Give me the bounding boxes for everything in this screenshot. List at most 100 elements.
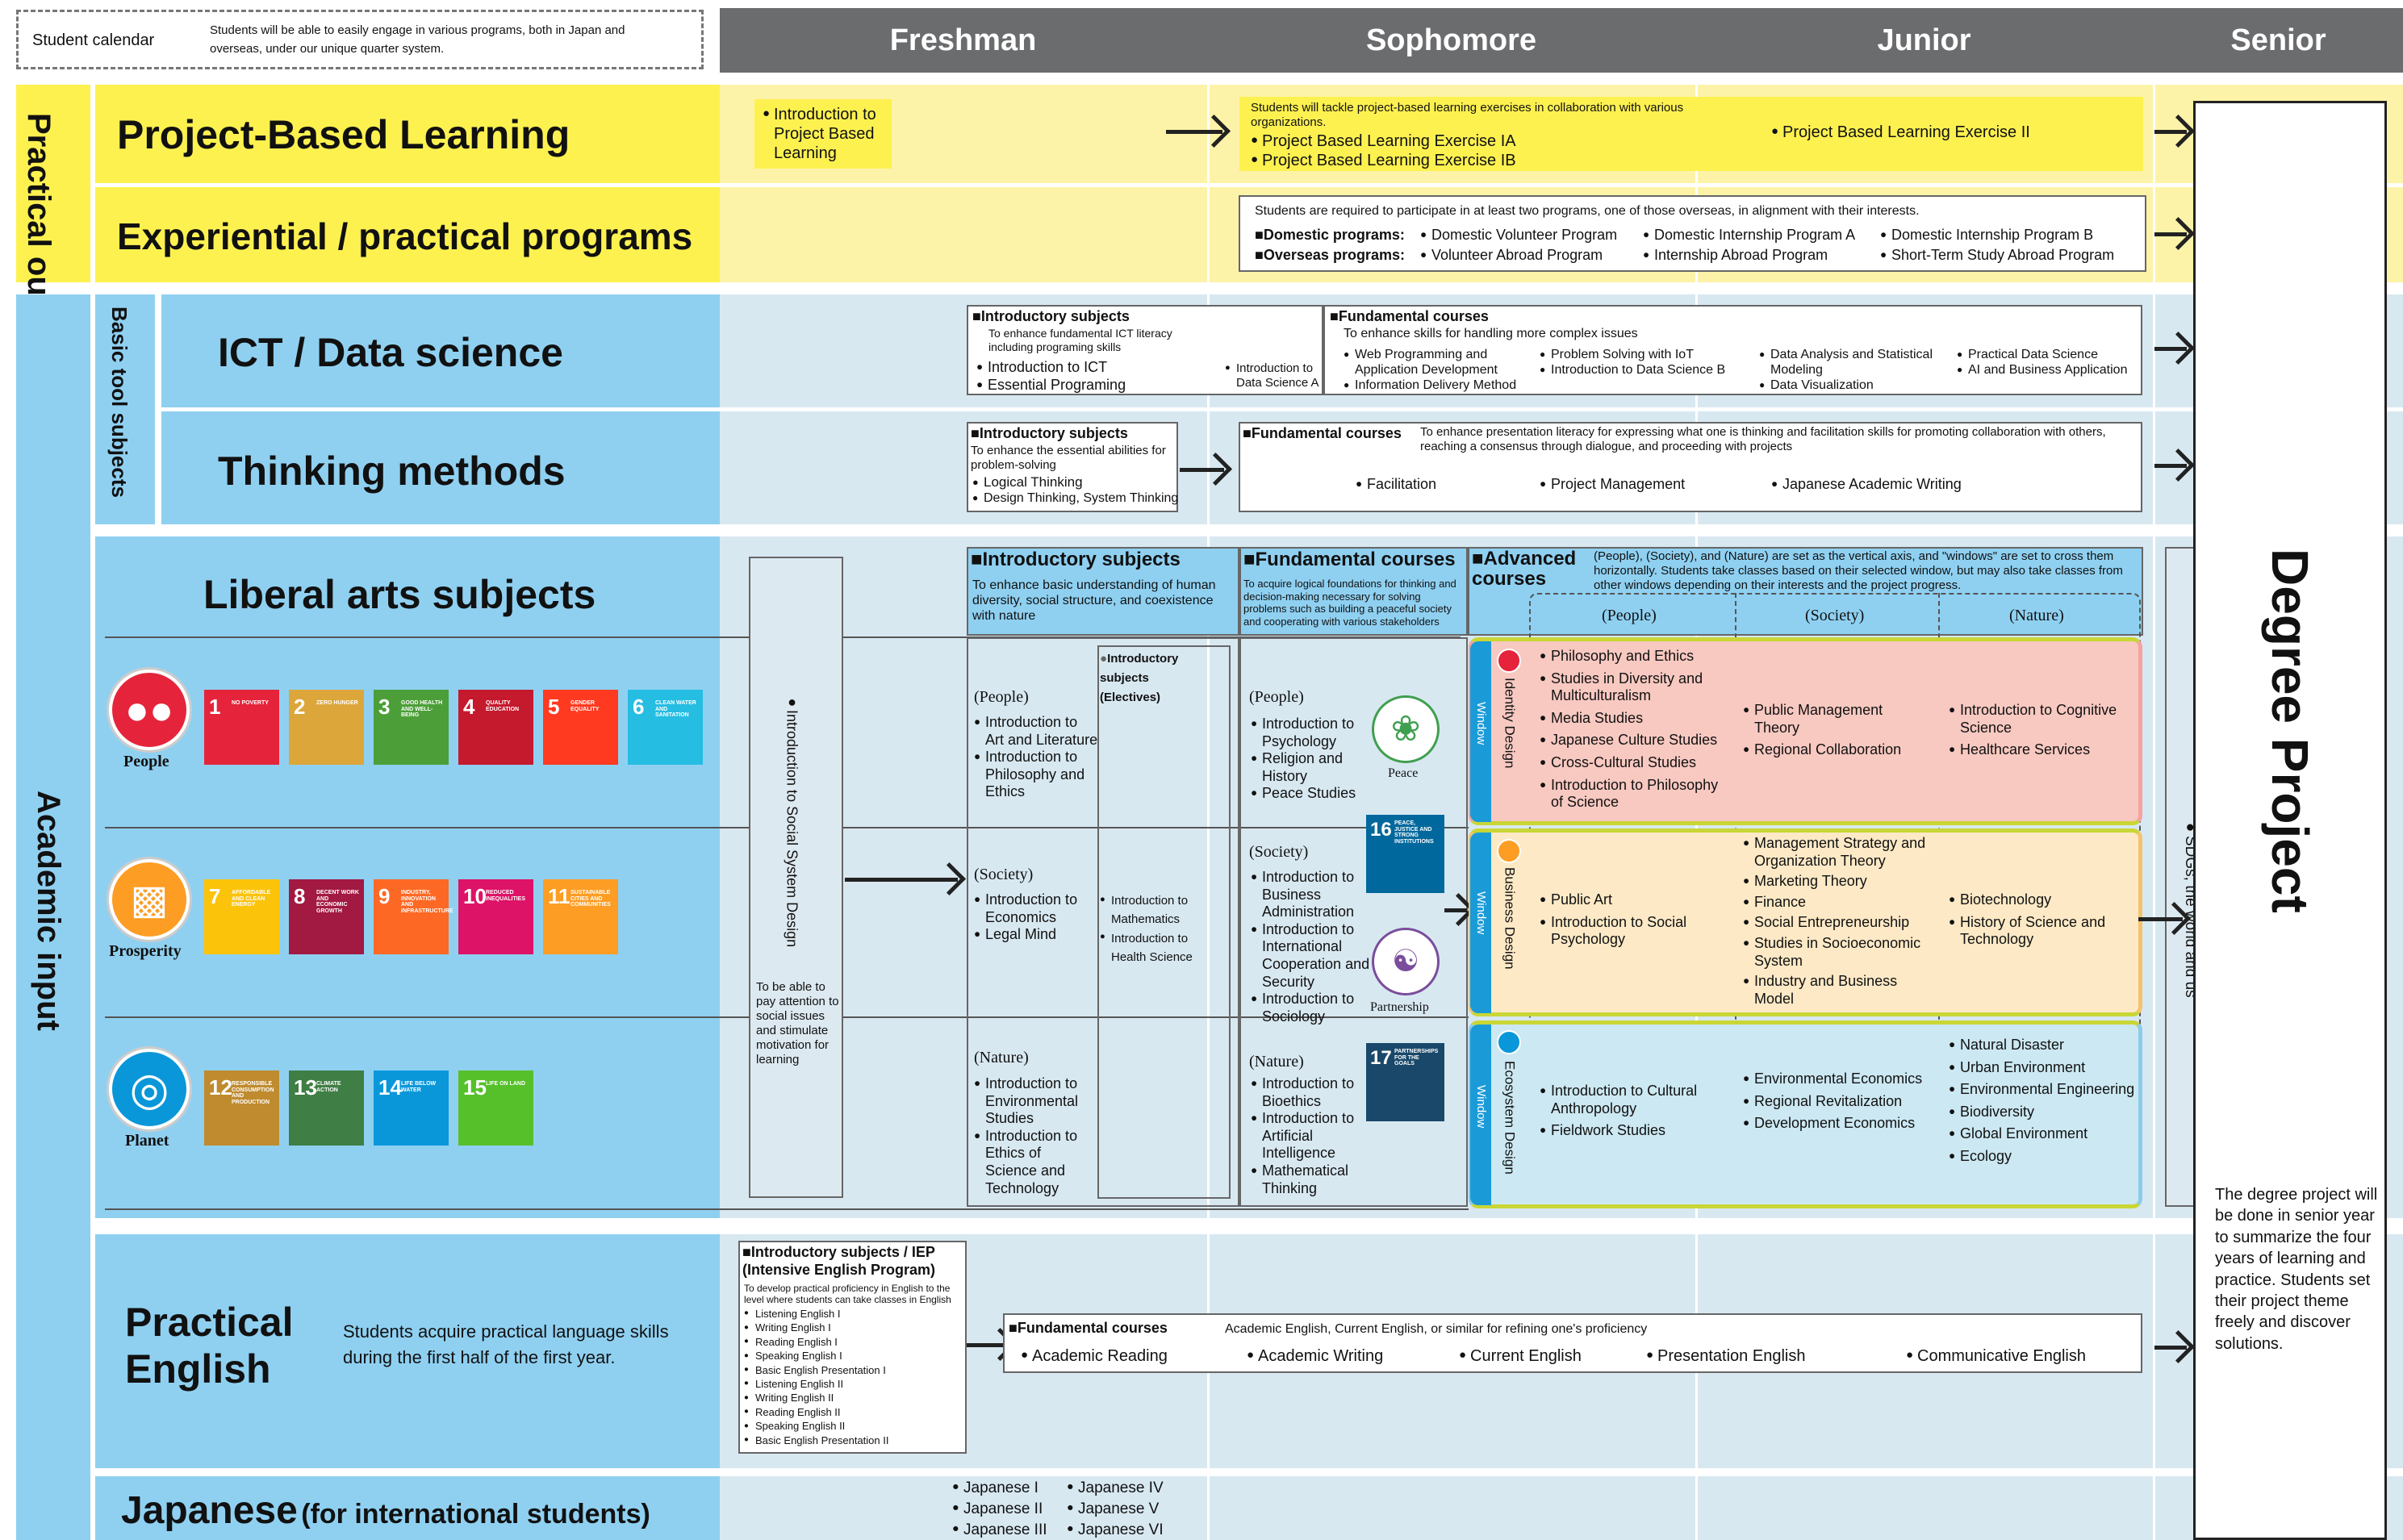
liberal-fund-desc: To acquire logical foundations for think… [1243,578,1456,628]
pbl-title-bg [95,85,720,183]
exp-overseas-item: Volunteer Abroad Program [1420,247,1603,265]
social-design-arrow [845,878,958,882]
sdg-number: 8 [294,884,306,908]
student-calendar-box [16,10,704,69]
thinking-intro-list: Logical ThinkingDesign Thinking, System … [972,474,1178,507]
partnership-icon: ☯ [1372,928,1440,995]
pbl-arrow-1 [1166,130,1222,134]
english-fund-head: ■Fundamental courses [1009,1320,1168,1336]
course-item: Public Management Theory [1743,702,1929,737]
adv-head-box [1468,547,2143,636]
year-freshman: Freshman [889,23,1037,57]
course-item: Urban Environment [1949,1059,2138,1077]
business-design-label: Business Design [1502,867,1518,970]
ict-fund-head-text: Fundamental courses [1338,308,1489,324]
english-intro-item: Basic English Presentation II [744,1434,888,1447]
ecosystem-people-list: Introduction to Cultural AnthropologyFie… [1540,1083,1733,1140]
identity-window-bar [1470,641,1491,822]
course-item: Japanese Culture Studies [1540,732,1733,749]
course-item: Introduction to Art and Literature [974,714,1099,749]
english-intro-desc: To develop practical proficiency in Engl… [744,1283,951,1306]
course-item: Mathematical Thinking [1251,1162,1372,1197]
sdg-title: INDUSTRY, INNOVATION AND INFRASTRUCTURE [401,890,453,915]
pbl-ib: Project Based Learning Exercise IB [1251,151,1516,170]
sdg-title: GENDER EQUALITY [570,700,600,712]
english-intro-item: Reading English II [744,1405,888,1419]
ict-course: Data Visualization [1759,378,1961,393]
sdg-title: SUSTAINABLE CITIES AND COMMUNITIES [570,890,611,908]
english-intro-item: Basic English Presentation I [744,1363,888,1377]
practical-output-label-bg [16,85,90,282]
english-course: Current English [1459,1346,1582,1366]
course-item: Studies in Socioeconomic System [1743,935,1937,970]
social-design-label-text: Introduction to Social System Design [784,710,800,948]
social-design-note: To be able to pay attention to social is… [756,980,839,1066]
course-item: Regional Collaboration [1743,741,1929,759]
sdg-number: 15 [463,1075,487,1100]
liberal-fund-head-text: Fundamental courses [1255,549,1456,570]
identity-people-list: Philosophy and EthicsStudies in Diversit… [1540,648,1733,812]
exp-domestic-1: Domestic Volunteer Program [1420,227,1617,244]
liberal-arrow [2138,917,2183,921]
thinking-title-bg [161,411,720,524]
liberal-divider-4 [105,1208,1469,1210]
sdg-title: ZERO HUNGER [316,700,358,706]
planet-circle-icon: ◎ [109,1049,190,1129]
course-item: Cross-Cultural Studies [1540,754,1733,772]
course-item: Regional Revitalization [1743,1093,1929,1111]
year-divider-1 [1207,73,1210,1540]
academic-input-label-bg [16,294,90,1540]
degree-project-desc: The degree project will be done in senio… [2215,1186,2378,1353]
liberal-intro-head: ■Introductory subjects [971,549,1181,570]
english-course: Presentation English [1646,1346,1805,1366]
thinking-arrow-2 [2154,464,2187,468]
course-item: Introduction to Social Psychology [1540,914,1733,949]
japanese-title-text: Japanese [121,1489,298,1532]
identity-nature-list: Introduction to Cognitive ScienceHealthc… [1949,702,2138,759]
ecosystem-window-bar [1470,1025,1491,1205]
ict-title-bg [161,294,720,407]
social-design-box [749,557,843,1198]
thinking-fund-box [1239,422,2142,512]
ict-intro-ds: Introduction to Data Science A [1225,361,1322,390]
prosperity-label: Prosperity [109,942,182,960]
adv-desc: (People), (Society), and (Nature) are se… [1594,549,2123,592]
intro-nature-list: Introduction to Environmental StudiesInt… [974,1075,1095,1197]
course-item: Introduction to International Cooperatio… [1251,921,1372,991]
sdg-title: PEACE, JUSTICE AND STRONG INSTITUTIONS [1394,820,1434,845]
business-society-list: Management Strategy and Organization The… [1743,835,1937,1008]
pbl-ii-list: Project Based Learning Exercise II [1771,123,2030,142]
sdg-title: QUALITY EDUCATION [486,700,520,712]
english-intro-item: Writing English II [744,1391,888,1404]
fund-nature-list: Introduction to BioethicsIntroduction to… [1251,1075,1372,1197]
pbl-arrow-2 [2154,130,2187,134]
liberal-intro-body [967,637,1239,1207]
ict-col4: Practical Data ScienceAI and Business Ap… [1957,347,2134,378]
ict-col2: Problem Solving with IoTIntroduction to … [1540,347,1749,378]
course-item: Introduction to Economics [974,891,1095,926]
sdg-title: CLIMATE ACTION [316,1081,341,1093]
thinking-arrow-1 [1180,468,1224,472]
fund-people-list: Introduction to PsychologyReligion and H… [1251,716,1372,803]
liberal-intro-head-box [967,547,1239,636]
course-item: Introduction to Business Administration [1251,869,1372,921]
japanese-course: Japanese V [1067,1499,1164,1520]
japanese-title-bg [95,1476,720,1540]
sdg-number: 11 [548,884,570,908]
thinking-item: Facilitation [1356,476,1436,494]
academic-input-label: Academic input [31,791,66,1031]
japanese-course: Japanese III [952,1520,1047,1540]
thinking-fund-desc: To enhance presentation literacy for exp… [1420,425,2106,453]
liberal-elective-head-text: Introductory subjects (Electives) [1100,652,1179,704]
liberal-intro-desc: To enhance basic understanding of human … [972,578,1216,624]
identity-window-label: Window [1474,702,1488,745]
course-item: History of Science and Technology [1949,914,2138,949]
exp-domestic-item: Domestic Internship Program A [1643,227,1855,244]
course-item: Management Strategy and Organization The… [1743,835,1937,870]
